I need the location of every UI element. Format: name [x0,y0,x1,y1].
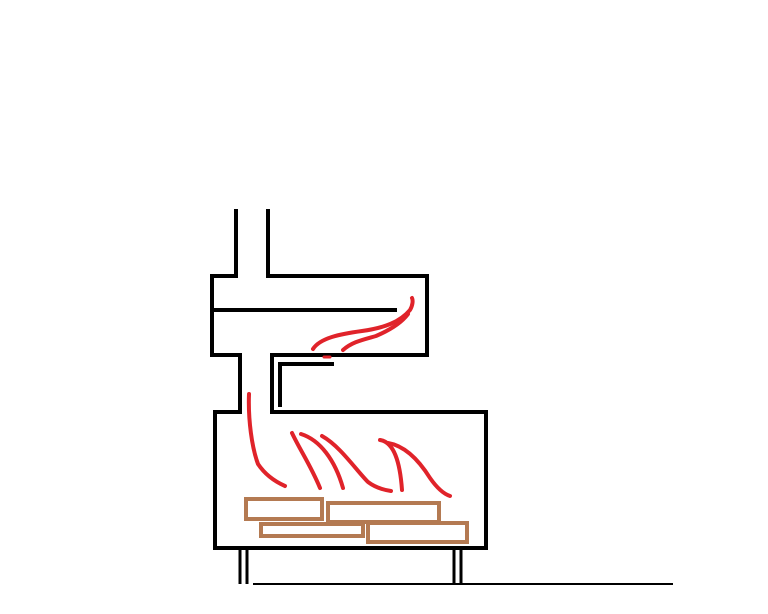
log-3 [259,522,365,538]
flame-6 [386,441,452,498]
flame-upper-2 [341,312,410,352]
firebox [213,410,488,550]
chimney-pipe [234,209,270,278]
log-4 [366,521,469,544]
upper-heat-chamber [210,274,429,357]
upper-chamber-outline [210,274,429,357]
flame-upper-1 [311,296,415,351]
log-1 [244,497,324,521]
stove-legs [238,548,463,584]
log-2 [326,501,441,524]
flame-4 [320,434,393,493]
flame-2 [290,431,322,490]
flame-1 [246,392,287,488]
connector-inner-baffle [278,362,334,407]
flame-3 [299,432,345,490]
firebox-outline [213,410,488,550]
flames [246,296,452,498]
flame-5 [378,438,404,492]
connector-pipe [238,353,334,414]
firewood-logs [244,497,469,544]
